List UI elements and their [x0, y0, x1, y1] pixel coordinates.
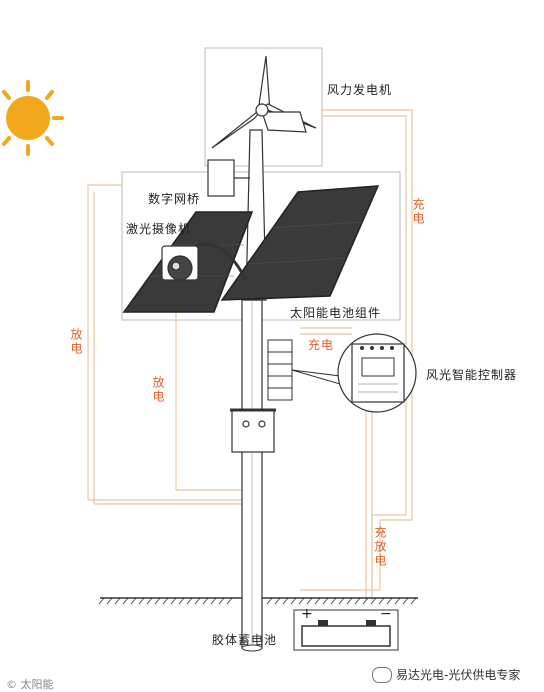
label-digital-bridge: 数字网桥	[148, 192, 201, 206]
battery-negative-terminal: −	[380, 606, 393, 622]
brand-signature: 易达光电-光伏供电专家	[372, 666, 520, 683]
label-solar-module: 太阳能电池组件	[290, 306, 382, 320]
battery	[293, 609, 399, 651]
sun-icon	[2, 80, 64, 156]
pole	[241, 129, 267, 652]
controller	[337, 333, 417, 413]
pole-junction-box	[267, 339, 293, 401]
watermark: © 太阳能	[6, 678, 54, 691]
flow-charge-discharge: 充放电	[373, 526, 387, 568]
flow-discharge-left: 放电	[69, 328, 83, 356]
label-battery: 胶体蓄电池	[212, 633, 278, 647]
digital-bridge	[207, 159, 250, 197]
controller-pointer	[291, 369, 341, 385]
label-controller: 风光智能控制器	[426, 368, 518, 382]
label-laser-camera: 激光摄像机	[126, 222, 192, 236]
solar-panel-right	[220, 185, 380, 301]
flow-charge-mid: 充电	[308, 338, 335, 352]
wechat-icon	[372, 666, 392, 683]
turbine-box	[204, 47, 323, 167]
flow-discharge-inner: 放电	[151, 376, 165, 404]
wind-turbine	[211, 55, 317, 149]
lower-box	[230, 408, 276, 453]
laser-camera	[161, 242, 248, 281]
wiring	[87, 109, 413, 600]
brand-text: 易达光电-光伏供电专家	[396, 668, 521, 682]
label-wind-turbine: 风力发电机	[327, 83, 393, 97]
flow-charge-top: 充电	[411, 198, 425, 226]
battery-positive-terminal: +	[301, 606, 314, 622]
